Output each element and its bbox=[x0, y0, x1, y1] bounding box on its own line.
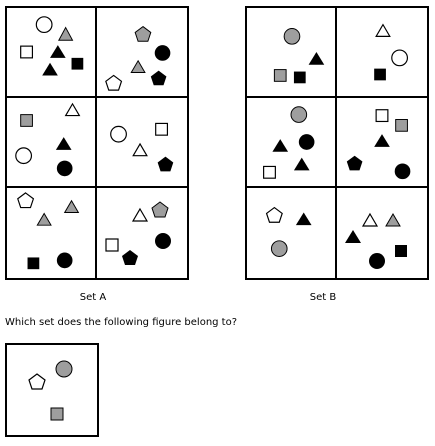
black-triangle-shape bbox=[293, 157, 310, 171]
black-circle-shape bbox=[394, 163, 411, 180]
white-square-shape bbox=[263, 165, 276, 179]
set-a-cell-1 bbox=[7, 8, 97, 98]
gray-circle-shape bbox=[283, 28, 301, 45]
black-triangle-shape bbox=[374, 134, 390, 147]
white-circle-shape bbox=[15, 147, 33, 165]
black-triangle-shape bbox=[272, 139, 289, 152]
black-square-shape bbox=[71, 57, 84, 70]
black-circle-shape bbox=[298, 134, 315, 150]
white-square-shape bbox=[105, 238, 119, 252]
set-a-cell-4 bbox=[97, 98, 187, 188]
black-pentagon-shape bbox=[157, 156, 174, 172]
set-b-cell-6-shapes bbox=[345, 212, 407, 269]
set-a-label: Set A bbox=[79, 292, 107, 303]
gray-circle-shape bbox=[290, 106, 308, 123]
white-square-shape bbox=[155, 122, 169, 136]
black-circle-shape bbox=[155, 233, 171, 249]
black-circle-shape bbox=[56, 252, 73, 269]
set-b-cell-1 bbox=[247, 8, 337, 98]
white-pentagon-shape bbox=[105, 74, 123, 91]
black-square-shape bbox=[293, 71, 306, 84]
black-pentagon-shape bbox=[122, 250, 138, 265]
set-b-cell-5-shapes bbox=[265, 206, 312, 257]
query-figure-shapes bbox=[28, 360, 73, 421]
white-square-shape bbox=[20, 45, 34, 59]
set-b-grid bbox=[245, 6, 429, 280]
gray-triangle-shape bbox=[130, 59, 146, 74]
black-triangle-shape bbox=[50, 45, 66, 58]
gray-square-shape bbox=[50, 407, 64, 421]
query-figure bbox=[5, 343, 99, 437]
set-a-cell-2 bbox=[97, 8, 187, 98]
set-b-cell-5 bbox=[247, 188, 337, 278]
set-b-cell-1-shapes bbox=[273, 28, 325, 84]
gray-pentagon-shape bbox=[151, 201, 169, 218]
set-a-cell-5 bbox=[7, 188, 97, 278]
set-a-grid bbox=[5, 6, 189, 280]
set-b-cell-6 bbox=[337, 188, 427, 278]
black-triangle-shape bbox=[308, 52, 325, 65]
set-a-cell-1-shapes bbox=[20, 16, 84, 76]
white-triangle-shape bbox=[132, 142, 148, 157]
set-a-cell-3 bbox=[7, 98, 97, 188]
black-circle-shape bbox=[56, 160, 73, 177]
set-b-label: Set B bbox=[309, 292, 337, 303]
gray-triangle-shape bbox=[385, 213, 401, 227]
white-circle-shape bbox=[391, 49, 409, 67]
gray-triangle-shape bbox=[58, 26, 74, 41]
set-a-cell-4-shapes bbox=[110, 122, 174, 172]
black-triangle-shape bbox=[345, 230, 361, 243]
set-a-cell-5-shapes bbox=[17, 192, 80, 270]
white-circle-shape bbox=[35, 16, 53, 34]
set-b-cell-2 bbox=[337, 8, 427, 98]
black-circle-shape bbox=[154, 45, 171, 61]
black-square-shape bbox=[395, 245, 407, 257]
set-b-cell-3-shapes bbox=[263, 106, 315, 179]
gray-square-shape bbox=[20, 114, 33, 127]
question-text: Which set does the following figure belo… bbox=[5, 317, 238, 328]
gray-circle-shape bbox=[55, 360, 73, 378]
set-b-cell-4-shapes bbox=[346, 109, 411, 180]
white-pentagon-shape bbox=[265, 206, 283, 223]
set-a-cell-6 bbox=[97, 188, 187, 278]
set-a-cell-3-shapes bbox=[15, 102, 81, 177]
black-triangle-shape bbox=[42, 62, 58, 76]
white-circle-shape bbox=[110, 125, 127, 143]
set-b-cell-3 bbox=[247, 98, 337, 188]
gray-triangle-shape bbox=[36, 212, 52, 226]
black-pentagon-shape bbox=[150, 70, 167, 86]
gray-triangle-shape bbox=[63, 199, 80, 213]
white-triangle-shape bbox=[64, 102, 81, 117]
white-triangle-shape bbox=[375, 23, 391, 37]
white-pentagon-shape bbox=[28, 373, 46, 390]
set-b-cell-4 bbox=[337, 98, 427, 188]
black-circle-shape bbox=[369, 253, 385, 269]
gray-circle-shape bbox=[270, 240, 288, 257]
set-a-cell-2-shapes bbox=[105, 25, 171, 91]
gray-square-shape bbox=[273, 69, 287, 82]
black-triangle-shape bbox=[55, 137, 72, 150]
gray-pentagon-shape bbox=[134, 25, 152, 42]
black-pentagon-shape bbox=[346, 155, 363, 171]
gray-square-shape bbox=[395, 119, 408, 132]
white-triangle-shape bbox=[131, 207, 149, 222]
black-square-shape bbox=[27, 257, 40, 270]
black-triangle-shape bbox=[295, 212, 312, 226]
white-triangle-shape bbox=[361, 212, 379, 227]
set-a-cell-6-shapes bbox=[105, 201, 171, 265]
white-pentagon-shape bbox=[17, 192, 35, 209]
black-square-shape bbox=[374, 68, 386, 81]
set-b-cell-2-shapes bbox=[374, 23, 409, 81]
white-square-shape bbox=[375, 109, 389, 123]
